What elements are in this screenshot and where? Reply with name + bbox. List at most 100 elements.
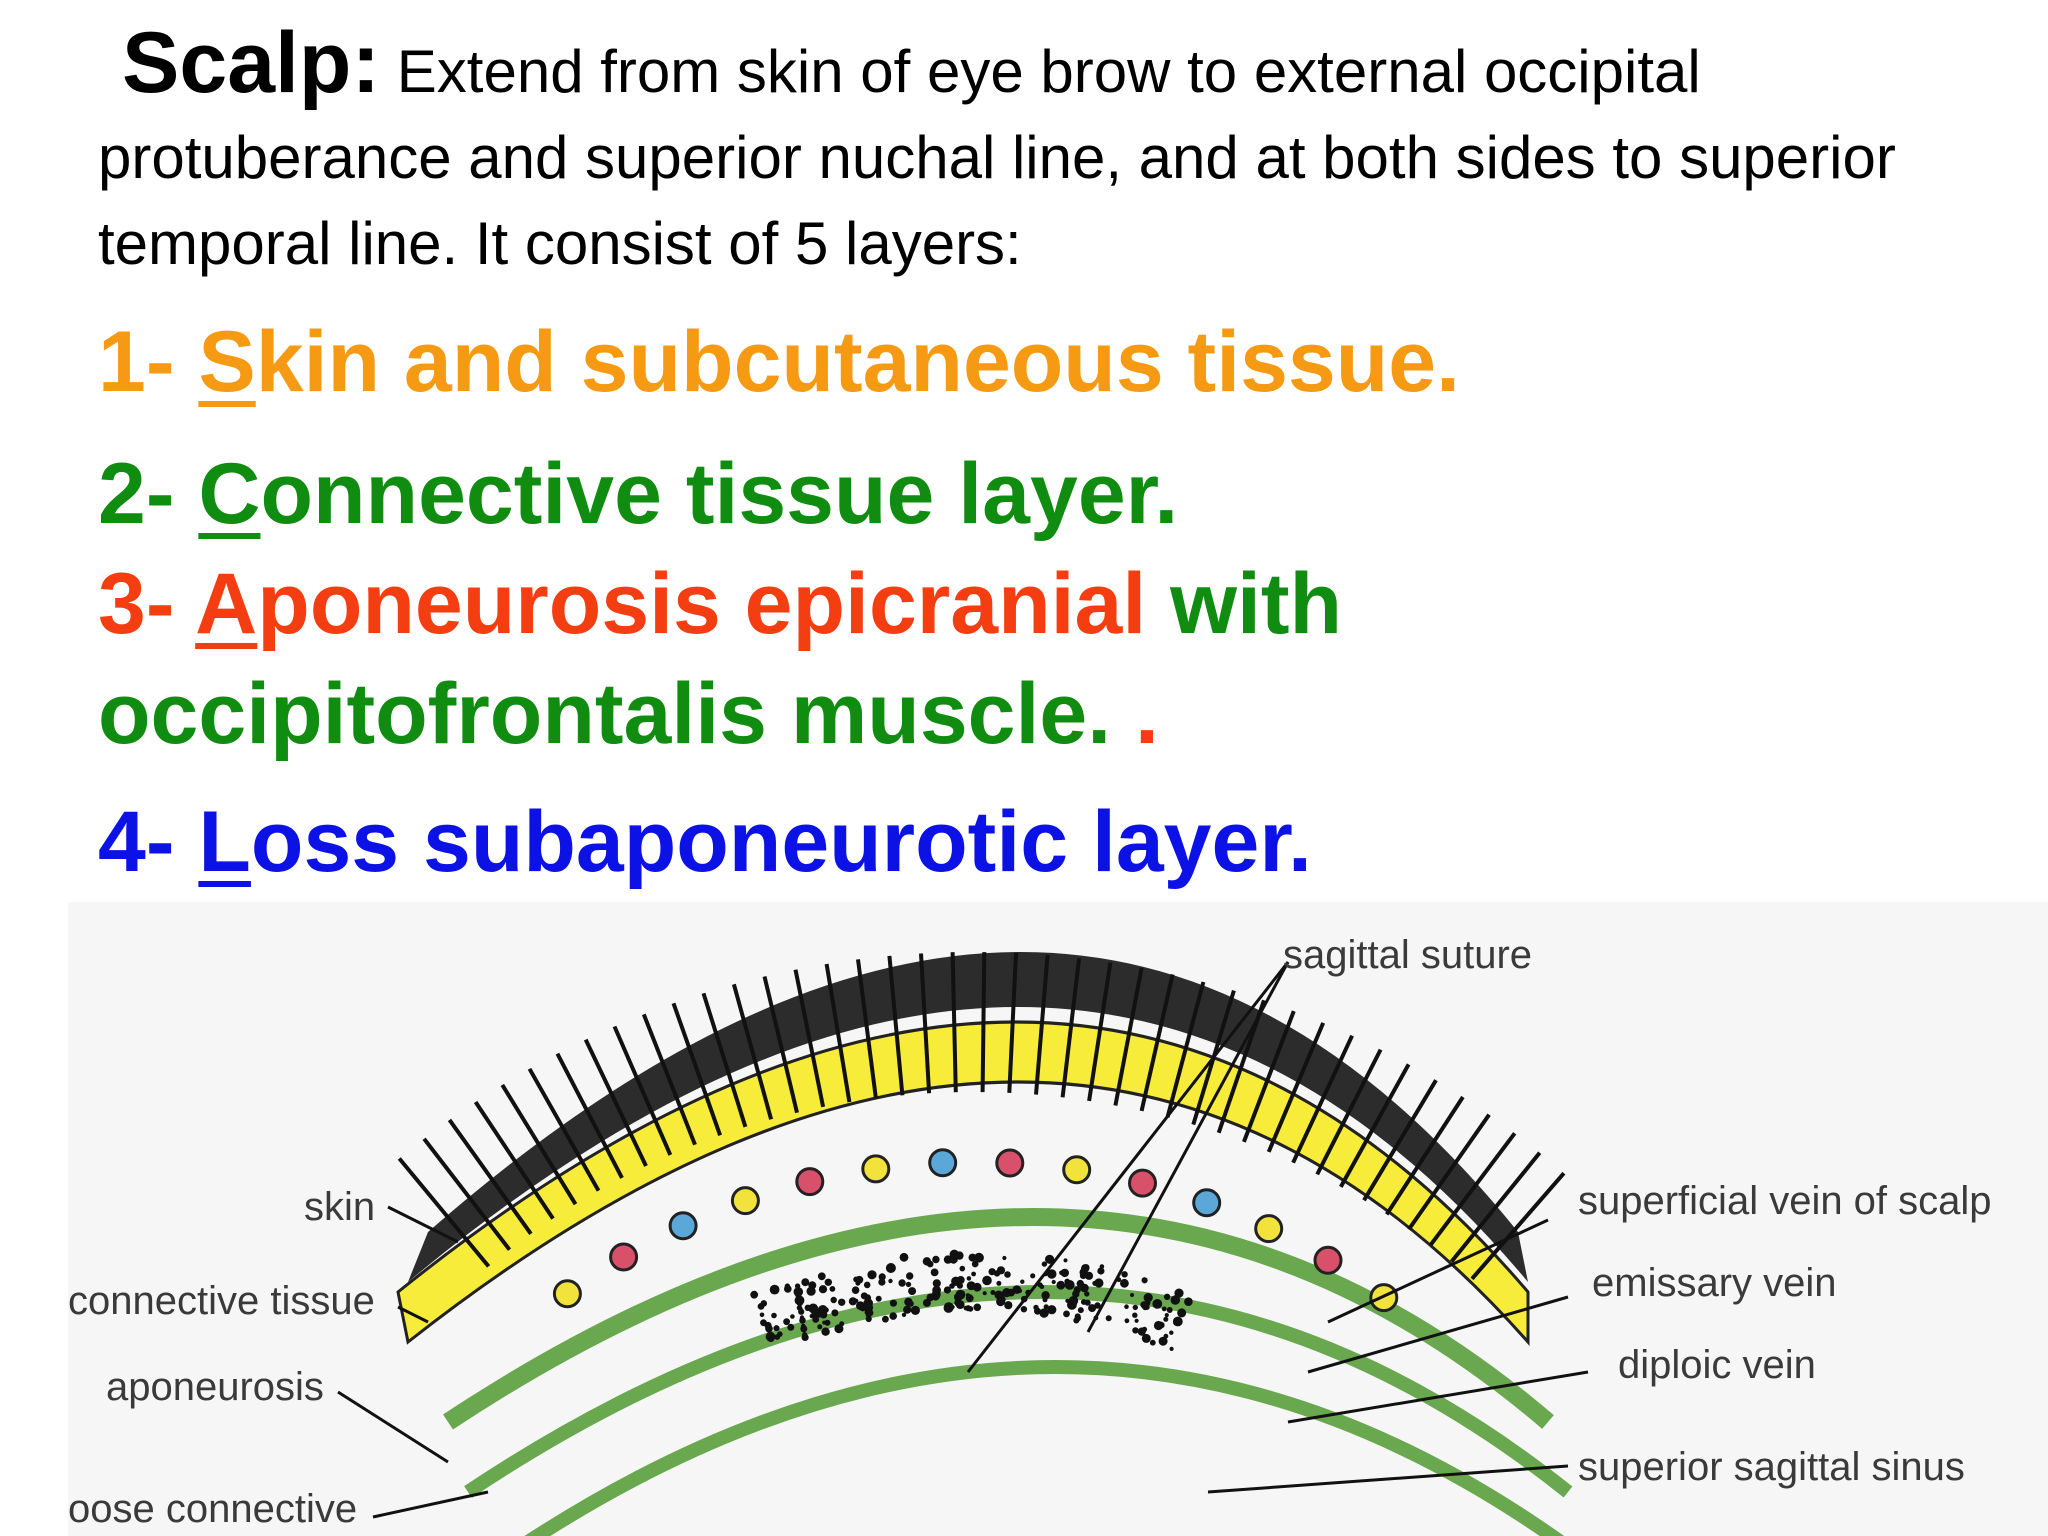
layer-3-line2: occipitofrontalis muscle.	[98, 666, 1135, 762]
bone-dot	[1068, 1296, 1079, 1306]
bone-dot	[996, 1266, 1006, 1275]
bone-dot	[829, 1286, 836, 1292]
bone-dot	[769, 1284, 780, 1295]
bone-dot	[999, 1292, 1005, 1298]
label-connective-tissue: connective tissue	[68, 1279, 375, 1323]
bone-dot	[882, 1315, 889, 1323]
bone-dot	[1080, 1299, 1087, 1305]
bone-dot	[794, 1283, 801, 1289]
bone-band	[524, 1360, 1565, 1536]
bone-dot	[930, 1268, 939, 1277]
bone-dot	[1073, 1286, 1081, 1294]
label-loose-connective: oose connective	[68, 1487, 357, 1531]
scalp-diagram-svg: sagittal suture skin connective tissue a…	[68, 902, 2048, 1536]
bone-dot	[787, 1323, 795, 1331]
bone-dot	[955, 1289, 966, 1300]
bone-dot	[1077, 1307, 1084, 1314]
bone-dot	[819, 1310, 828, 1319]
hair-line	[1139, 973, 1175, 1112]
bone-dot	[830, 1296, 837, 1304]
bone-dot	[764, 1321, 772, 1330]
bone-dot	[817, 1272, 826, 1281]
hair-line	[824, 963, 852, 1103]
label-superior-sagittal-sinus: superior sagittal sinus	[1578, 1445, 1965, 1489]
bone-dot	[888, 1278, 893, 1284]
bone-dot	[1097, 1267, 1105, 1275]
bone-dot	[910, 1305, 921, 1315]
bone-dot	[1056, 1280, 1066, 1290]
bone-dot	[1134, 1318, 1139, 1323]
bone-dot	[800, 1323, 806, 1329]
bone-dot	[1017, 1288, 1022, 1294]
periosteum-band	[464, 1285, 1573, 1498]
bone-dot	[1163, 1316, 1169, 1322]
scalp-layers-diagram: sagittal suture skin connective tissue a…	[68, 902, 2048, 1536]
bone-dot	[973, 1303, 982, 1312]
hair-line	[612, 1025, 673, 1156]
bone-dot	[750, 1290, 759, 1299]
bone-dot	[854, 1298, 859, 1303]
bone-dot	[1002, 1255, 1007, 1261]
hair-line	[583, 1038, 648, 1167]
bone-dot	[1084, 1271, 1094, 1280]
bone-dot	[1094, 1278, 1104, 1288]
hair-line	[1385, 1095, 1465, 1216]
layer-2-initial: C	[198, 446, 261, 542]
vessel-dot	[995, 1148, 1025, 1178]
bone-dot	[1141, 1277, 1148, 1284]
bone-dot	[1121, 1271, 1128, 1278]
layer-4-text: oss subaponeurotic layer.	[250, 794, 1312, 890]
hair-line	[641, 1013, 697, 1146]
bone-dot	[1163, 1333, 1169, 1339]
bone-dot	[824, 1319, 831, 1326]
bone-dot	[1172, 1316, 1183, 1327]
bone-dot	[972, 1282, 982, 1292]
hair-line	[422, 1137, 512, 1251]
bone-dot	[804, 1304, 811, 1311]
bone-dot	[889, 1299, 898, 1307]
bone-dot	[1132, 1327, 1139, 1334]
bone-dot	[1084, 1291, 1090, 1297]
bone-dot	[784, 1283, 791, 1289]
vessel-dot	[928, 1148, 958, 1178]
bone-dot	[1063, 1258, 1068, 1263]
hair-line	[887, 955, 905, 1096]
bone-dot	[771, 1312, 777, 1319]
bone-dot	[1051, 1279, 1056, 1285]
label-aponeurosis: aponeurosis	[106, 1365, 324, 1409]
bone-dot	[1041, 1291, 1050, 1300]
bone-dot	[817, 1324, 823, 1330]
bone-dot	[1120, 1278, 1129, 1288]
bone-dot	[1064, 1280, 1075, 1290]
label-superficial-vein: superficial vein of scalp	[1578, 1179, 1992, 1223]
hair-line	[1315, 1048, 1383, 1176]
bone-dot	[1163, 1293, 1171, 1300]
hair-line	[762, 976, 799, 1114]
bone-dot	[926, 1293, 935, 1302]
bone-dot	[901, 1312, 907, 1317]
label-emissary-vein: emissary vein	[1592, 1261, 1837, 1305]
bone-dot	[1153, 1320, 1164, 1331]
bone-dot	[1074, 1313, 1081, 1320]
hair-line	[1291, 1034, 1354, 1164]
bone-dot	[996, 1297, 1006, 1307]
hair-line	[527, 1067, 601, 1192]
bone-dot	[1124, 1304, 1129, 1309]
vessel-dot	[1128, 1168, 1157, 1198]
layer-1-initial: S	[198, 314, 256, 410]
bone-dot	[838, 1298, 846, 1306]
bone-dot	[1105, 1315, 1112, 1322]
bone-dot	[793, 1287, 804, 1297]
intro-text: Extend from skin of eye brow to external…	[98, 38, 1896, 277]
bone-dot	[1004, 1301, 1013, 1310]
bone-dot	[878, 1273, 886, 1281]
bone-dot	[1080, 1283, 1089, 1293]
bone-dot	[1141, 1333, 1151, 1343]
layer-3-tail: with	[1146, 556, 1343, 652]
bone-dot	[865, 1282, 871, 1287]
bone-dot	[982, 1275, 992, 1286]
leader-lines	[337, 961, 1589, 1519]
bone-dot	[1149, 1339, 1156, 1346]
layer-1-text: kin and subcutaneous tissue.	[255, 314, 1461, 410]
bone-dot	[821, 1327, 830, 1336]
